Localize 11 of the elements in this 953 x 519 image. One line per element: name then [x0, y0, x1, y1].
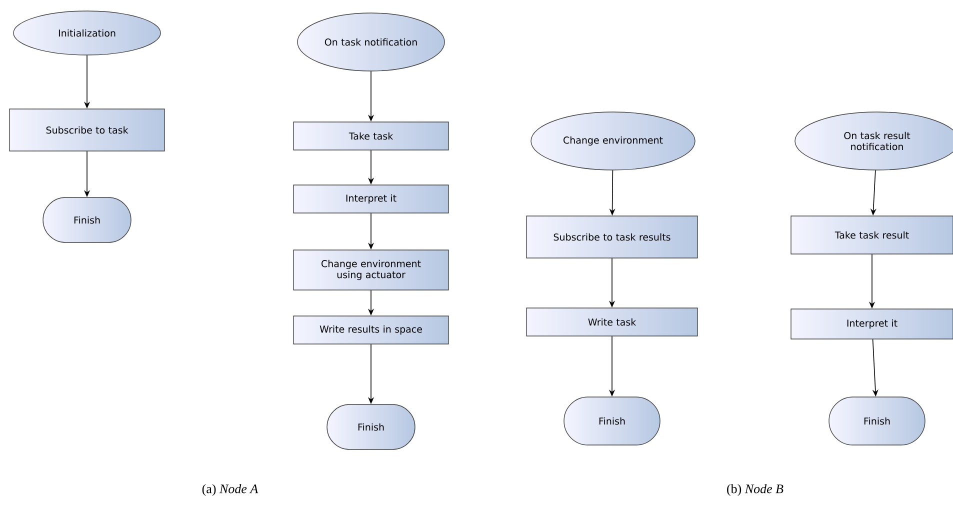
subfigure-caption: (b) Node B [727, 484, 784, 496]
process-box: Write results in space [293, 316, 449, 344]
process-box: Write task [526, 308, 698, 336]
process-box: Subscribe to task results [526, 216, 698, 258]
process-box: Take task result [790, 216, 953, 254]
process-box: Take task [293, 122, 449, 150]
process-box: Interpret it [293, 184, 449, 214]
process-box: Interpret it [790, 308, 953, 340]
process-box: Subscribe to task [9, 108, 165, 152]
subfigure-caption: (a) Node A [202, 484, 258, 496]
process-box: Change environment using actuator [293, 250, 449, 290]
